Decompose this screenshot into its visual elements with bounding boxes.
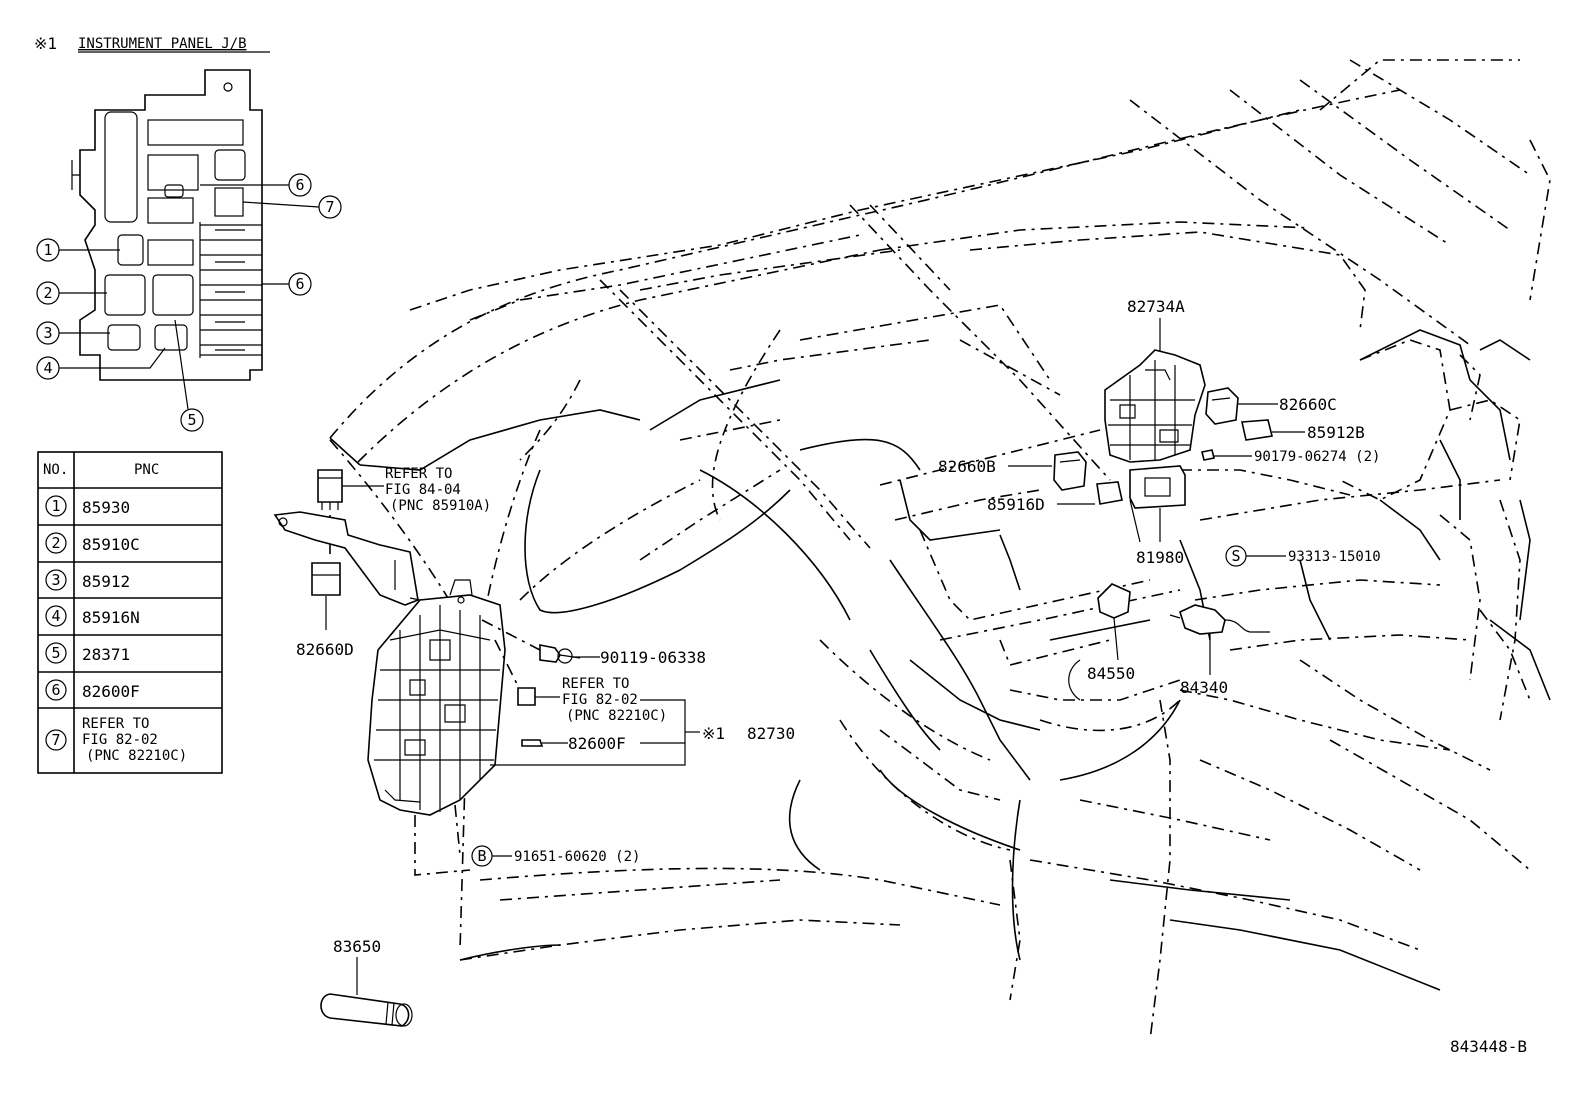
dashboard-outline: [329, 59, 1551, 1041]
relay-82660B: 82660B: [938, 451, 1087, 491]
jb-callout-2: 2: [36, 281, 107, 305]
part-82730-label: ※1 82730: [685, 724, 795, 743]
svg-text:(PNC 82210C): (PNC 82210C): [86, 748, 187, 764]
screw-93313: S 93313-15010: [1225, 545, 1381, 567]
pnc-row-6: 6 82600F: [45, 679, 140, 701]
svg-text:85912: 85912: [82, 572, 130, 591]
part-83650: 83650: [320, 937, 413, 1027]
relay-85912B: 85912B: [1241, 419, 1365, 442]
relay-85916D: 85916D: [987, 481, 1123, 514]
svg-text:82660C: 82660C: [1279, 395, 1337, 414]
svg-text:7: 7: [325, 198, 334, 216]
svg-text:85912B: 85912B: [1307, 423, 1365, 442]
pnc-row-1: 1 85930: [45, 495, 130, 517]
clip-90179: 90179-06274 (2): [1201, 449, 1380, 465]
svg-text:82734A: 82734A: [1127, 297, 1185, 316]
svg-text:82660B: 82660B: [938, 457, 996, 476]
jb-inset: ※1 INSTRUMENT PANEL J/B: [34, 34, 342, 432]
svg-text:85910C: 85910C: [82, 535, 140, 554]
svg-text:S: S: [1231, 547, 1240, 565]
refer-84-04-label: REFER TO FIG 84-04 (PNC 85910A): [385, 466, 491, 514]
jb-callout-6-top: 6: [200, 173, 312, 197]
svg-text:FIG 84-04: FIG 84-04: [385, 482, 461, 498]
svg-text:85916D: 85916D: [987, 495, 1045, 514]
part-82600F: 82600F: [568, 734, 626, 753]
svg-text:7: 7: [51, 731, 60, 749]
svg-text:82730: 82730: [747, 724, 795, 743]
svg-text:83650: 83650: [333, 937, 381, 956]
junction-block-82734A: 82734A: [1104, 297, 1206, 463]
pnc-table: NO. PNC 1 85930 2 85910C 3 85912 4 85916…: [37, 451, 223, 774]
svg-text:85916N: 85916N: [82, 608, 140, 627]
jb-callout-3: 3: [36, 321, 110, 345]
svg-text:FIG 82-02: FIG 82-02: [82, 732, 158, 748]
bolt-90119: 90119-06338: [481, 619, 706, 667]
fuse-82600F: 82600F: [521, 734, 685, 753]
svg-text:(PNC 85910A): (PNC 85910A): [390, 498, 491, 514]
jb-callout-6-mid: 6: [262, 272, 312, 296]
relay-82660C: 82660C: [1205, 387, 1337, 425]
svg-text:(PNC 82210C): (PNC 82210C): [566, 708, 667, 724]
svg-text:3: 3: [51, 571, 60, 589]
jb-callout-7: 7: [242, 195, 342, 219]
svg-text:5: 5: [51, 644, 60, 662]
relay-81980: 81980: [1129, 465, 1186, 567]
bolt-91651: B 91651-60620 (2): [471, 845, 640, 867]
relay-82210C: REFER TO FIG 82-02 (PNC 82210C): [490, 639, 686, 766]
pnc-row-3: 3 85912: [45, 569, 130, 591]
svg-text:2: 2: [51, 534, 60, 552]
svg-text:REFER TO: REFER TO: [385, 466, 452, 482]
svg-text:FIG 82-02: FIG 82-02: [562, 692, 638, 708]
part-90119: 90119-06338: [600, 648, 706, 667]
drawing-number: 843448-B: [1450, 1037, 1527, 1056]
svg-text:82600F: 82600F: [82, 682, 140, 701]
svg-text:5: 5: [187, 411, 196, 429]
svg-text:1: 1: [43, 241, 52, 259]
jb-callout-5: 5: [174, 319, 204, 432]
part-82660D: 82660D: [296, 640, 354, 659]
svg-text:B: B: [477, 847, 486, 865]
jb-title: INSTRUMENT PANEL J/B: [78, 36, 247, 52]
pnc-row-4: 4 85916N: [45, 605, 140, 627]
svg-text:85930: 85930: [82, 498, 130, 517]
dashboard-solid-edges: [329, 329, 1551, 991]
svg-text:4: 4: [51, 607, 60, 625]
jb-callout-1: 1: [36, 238, 120, 262]
svg-text:4: 4: [43, 359, 52, 377]
junction-block-82730: [367, 579, 506, 876]
jb-callout-4: 4: [36, 347, 166, 380]
pnc-header-pnc: PNC: [134, 462, 159, 478]
svg-text:6: 6: [51, 681, 60, 699]
switch-84340: 84340: [1169, 604, 1270, 697]
svg-text:3: 3: [43, 324, 52, 342]
svg-text:1: 1: [51, 497, 60, 515]
part-91651: 91651-60620 (2): [514, 849, 640, 865]
svg-text:90179-06274 (2): 90179-06274 (2): [1254, 449, 1380, 465]
svg-text:REFER TO: REFER TO: [562, 676, 629, 692]
svg-text:81980: 81980: [1136, 548, 1184, 567]
jb-title-mark: ※1: [34, 34, 57, 53]
svg-text:6: 6: [295, 275, 304, 293]
svg-text:93313-15010: 93313-15010: [1288, 549, 1381, 565]
svg-text:REFER TO: REFER TO: [82, 716, 149, 732]
svg-text:84550: 84550: [1087, 664, 1135, 683]
relay-bracket-assembly: [273, 469, 421, 630]
pnc-header-no: NO.: [43, 462, 68, 478]
svg-text:84340: 84340: [1180, 678, 1228, 697]
switch-84550: 84550: [1068, 583, 1135, 701]
pnc-row-2: 2 85910C: [45, 532, 140, 554]
pnc-row-7: 7 REFER TO FIG 82-02 (PNC 82210C): [45, 716, 187, 764]
svg-text:6: 6: [295, 176, 304, 194]
svg-text:※1: ※1: [702, 724, 725, 743]
pnc-row-5: 5 28371: [45, 642, 130, 664]
svg-text:28371: 28371: [82, 645, 130, 664]
svg-text:2: 2: [43, 284, 52, 302]
